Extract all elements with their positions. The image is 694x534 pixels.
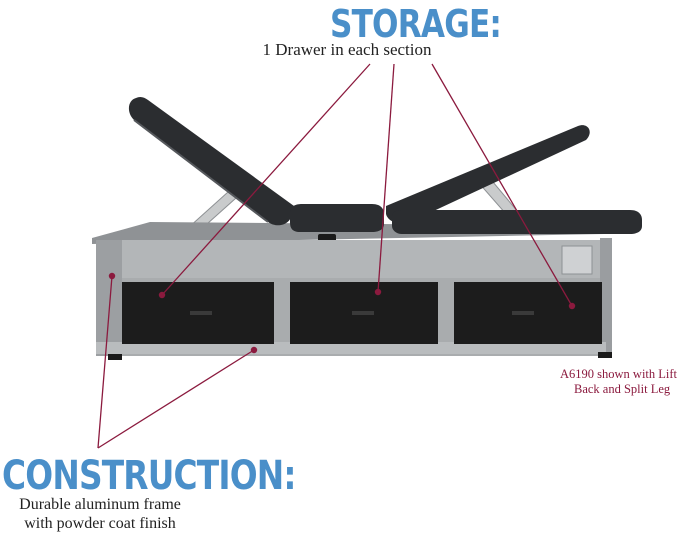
bottom-rail: [96, 342, 606, 354]
drawer-center-handle: [352, 311, 374, 315]
callout-line-drawer-right: [431, 63, 573, 307]
foot-cushion: [392, 210, 642, 234]
foot-left: [108, 354, 122, 360]
callout-dot-drawer-left: [158, 291, 166, 299]
drawer-right-handle: [512, 311, 534, 315]
construction-heading: CONSTRUCTION:: [2, 453, 297, 499]
storage-heading: STORAGE:: [330, 2, 502, 46]
callout-line-frame-bottom: [97, 349, 255, 449]
model-caption: A6190 shown with Lift Back and Split Leg: [560, 367, 694, 397]
callout-dots: [108, 272, 576, 354]
lift-back-cushion-edge: [133, 119, 269, 223]
drawer-left-handle: [190, 311, 212, 315]
storage-subtitle: 1 Drawer in each section: [262, 40, 432, 59]
construction-subtitle: Durable aluminum frame with powder coat …: [0, 495, 200, 533]
callout-line-drawer-center: [377, 63, 395, 293]
callout-line-drawer-left: [161, 63, 371, 296]
construction-subtitle-line1: Durable aluminum frame: [19, 496, 181, 513]
callout-lines: [97, 63, 573, 449]
model-caption-line2: Back and Split Leg: [574, 382, 671, 396]
right-side-panel: [600, 238, 612, 352]
foot-right: [598, 352, 612, 358]
callout-dot-drawer-right: [568, 302, 576, 310]
model-caption-line1: A6190 shown with Lift: [560, 367, 678, 381]
callout-dot-frame-bottom: [250, 346, 258, 354]
middle-cushion: [290, 204, 384, 232]
callout-dot-frame-side: [108, 272, 116, 280]
callout-line-frame-side: [97, 275, 113, 449]
left-side-panel: [96, 240, 122, 356]
callout-dot-drawer-center: [374, 288, 382, 296]
cabinet-top-band: [96, 240, 606, 278]
outlet-box: [561, 245, 593, 275]
lift-back-cushion: [128, 96, 294, 226]
construction-subtitle-line2: with powder coat finish: [24, 515, 176, 532]
split-leg-cushion: [386, 125, 590, 224]
